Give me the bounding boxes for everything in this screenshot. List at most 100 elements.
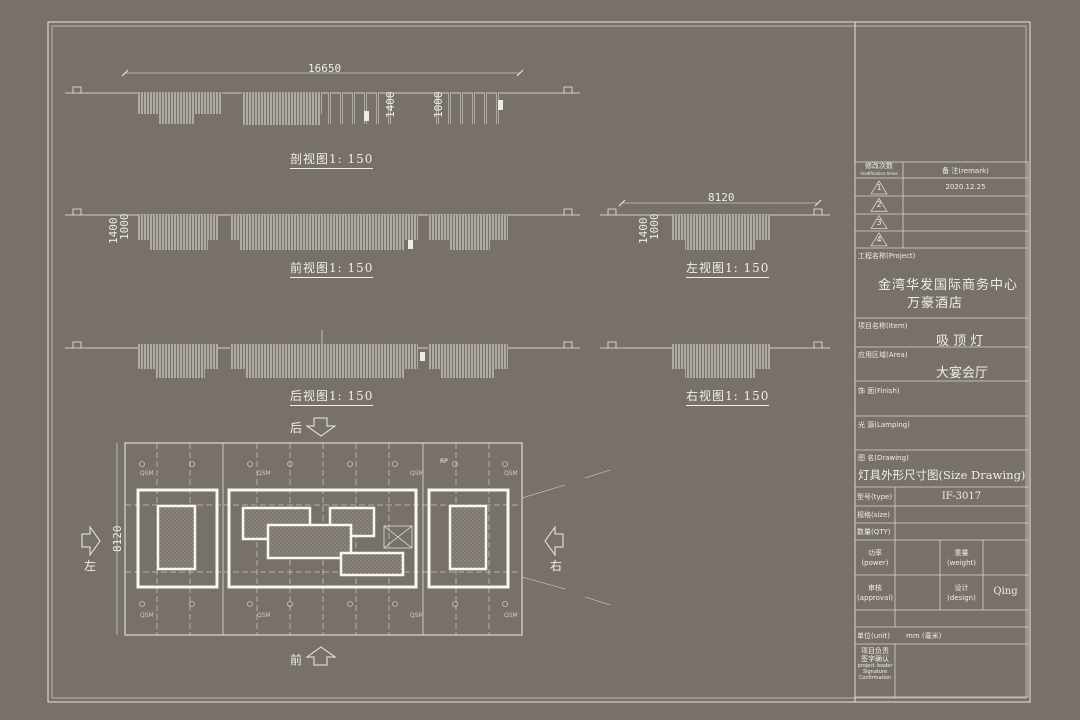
chandelier-frame (136, 488, 219, 589)
chandelier-strips (685, 368, 755, 378)
fixture-symbol (287, 601, 293, 607)
chandelier-panel (266, 523, 353, 560)
revision-number: 2 (876, 200, 882, 210)
title-block-grid (854, 161, 1029, 698)
chandelier-strips (672, 215, 770, 240)
chandelier-strips (436, 92, 439, 124)
fixture-symbol (247, 601, 253, 607)
qty-label: 数量(QTY) (857, 528, 891, 536)
fixture-block (364, 111, 369, 121)
chandelier-strips (242, 113, 320, 125)
back-view-label: 后视图1: 150 (290, 387, 374, 406)
revision-number: 3 (876, 217, 882, 227)
fixture-symbol (139, 601, 145, 607)
approval-label: 审核(approval) (856, 584, 894, 602)
revision-number: 1 (876, 183, 882, 192)
fixture-tag: QSM (504, 470, 518, 477)
fixture-tag: QSM (140, 470, 154, 477)
weight-label: 重量(weight) (946, 549, 977, 567)
chandelier-strips (230, 215, 418, 240)
elevation-views (65, 69, 830, 378)
ceiling-step (607, 208, 823, 215)
fixture-symbol (452, 461, 458, 467)
guide-line (584, 596, 611, 606)
chandelier-strips (672, 344, 770, 369)
chandelier-strips (138, 344, 218, 369)
dimension-tick (618, 199, 822, 207)
revision-triangle-icon (870, 232, 888, 247)
guide-line (521, 484, 566, 499)
plan-depth-dimension: 8120 (111, 525, 124, 553)
drawing-value: 灯具外形尺寸图(Size Drawing) (858, 468, 1026, 482)
chandelier-strips (448, 92, 451, 124)
revision-triangle-icon (870, 180, 888, 195)
revision-remark: 2020.12.25 (945, 183, 986, 191)
arrow-right-icon (81, 525, 101, 557)
chandelier-panel (156, 504, 197, 571)
chandelier-strips (242, 92, 322, 114)
chandelier-strips (352, 92, 355, 124)
chandelier-strips (158, 113, 195, 124)
fixture-tag: QSM (257, 612, 271, 619)
front-view-label: 前视图1: 150 (290, 259, 374, 278)
fixture-tag: QSM (410, 470, 424, 477)
revision-number: 4 (876, 234, 882, 244)
arrow-up-icon (305, 646, 337, 666)
revision-header-right: 备 注(remark) (942, 167, 989, 175)
fixture-symbol (189, 601, 195, 607)
item-label: 项目名称(Item) (858, 322, 908, 330)
ceiling-step (607, 341, 823, 348)
chandelier-strips (440, 368, 495, 378)
left-width-dimension: 8120 (708, 191, 735, 204)
chandelier-strips (340, 92, 343, 124)
chandelier-strips (484, 92, 487, 124)
left-view-label: 左视图1: 150 (686, 259, 770, 278)
fixture-symbol (189, 461, 195, 467)
fixture-block (420, 352, 425, 361)
project-name-line1: 金湾华发国际商务中心 (878, 278, 1019, 293)
lamping-label: 光 源(Lamping) (858, 421, 910, 429)
chandelier-strips (364, 92, 367, 124)
chandelier-strips (450, 238, 490, 250)
guide-line (584, 469, 611, 479)
section-width-dimension: 16650 (308, 62, 342, 75)
chandelier-strips (472, 92, 475, 124)
fixture-block (408, 240, 413, 249)
ceiling-outline (124, 442, 523, 636)
chandelier-frame (427, 488, 510, 589)
dimension-tick (121, 69, 524, 77)
direction-back-label: 后 (290, 421, 303, 435)
section-view-label: 剖视图1: 150 (290, 150, 374, 169)
chandelier-panel (339, 551, 405, 577)
chandelier-strips (245, 368, 405, 378)
direction-left-label: 左 (84, 559, 97, 573)
fixture-symbol (347, 461, 353, 467)
fixture-symbol (287, 461, 293, 467)
project-name-line2: 万豪酒店 (907, 296, 964, 311)
chandelier-strips (138, 215, 218, 240)
design-value: Qing (993, 586, 1018, 597)
chandelier-strips (388, 92, 391, 124)
direction-right-label: 右 (550, 559, 563, 573)
access-panel (383, 525, 413, 549)
chandelier-strips (496, 92, 499, 124)
revision-triangle-icon (870, 214, 888, 229)
access-panel-cross (383, 525, 413, 549)
fixture-tag: QSM (257, 470, 271, 477)
type-value: IF-3017 (941, 491, 982, 502)
chandelier-strips (230, 344, 418, 369)
item-value: 吸 顶 灯 (936, 334, 984, 349)
size-label: 规格(size) (857, 511, 891, 519)
ceiling-step (72, 341, 573, 348)
unit-label: 单位(unit) (857, 632, 891, 640)
chandelier-strips (376, 92, 379, 124)
fixture-symbol (392, 601, 398, 607)
arrow-left-icon (544, 525, 564, 557)
design-label: 设计(design) (947, 584, 976, 602)
section-height-dimension-2: 1000 (432, 91, 445, 119)
project-label: 工程名称(Project) (858, 252, 916, 260)
